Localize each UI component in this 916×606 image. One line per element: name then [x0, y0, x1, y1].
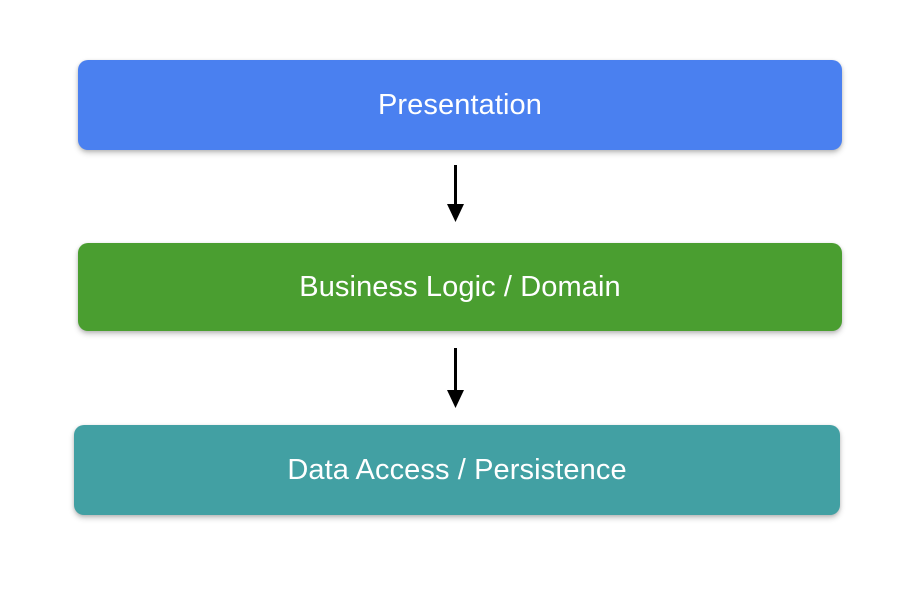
layer-box-business-logic[interactable]: Business Logic / Domain [78, 243, 842, 331]
layer-label-business-logic: Business Logic / Domain [299, 270, 621, 303]
layer-label-presentation: Presentation [377, 88, 543, 121]
layer-label-data-access: Data Access / Persistence [287, 453, 627, 486]
layer-box-presentation[interactable]: Presentation [78, 60, 842, 150]
layer-box-data-access[interactable]: Data Access / Persistence [74, 425, 840, 515]
